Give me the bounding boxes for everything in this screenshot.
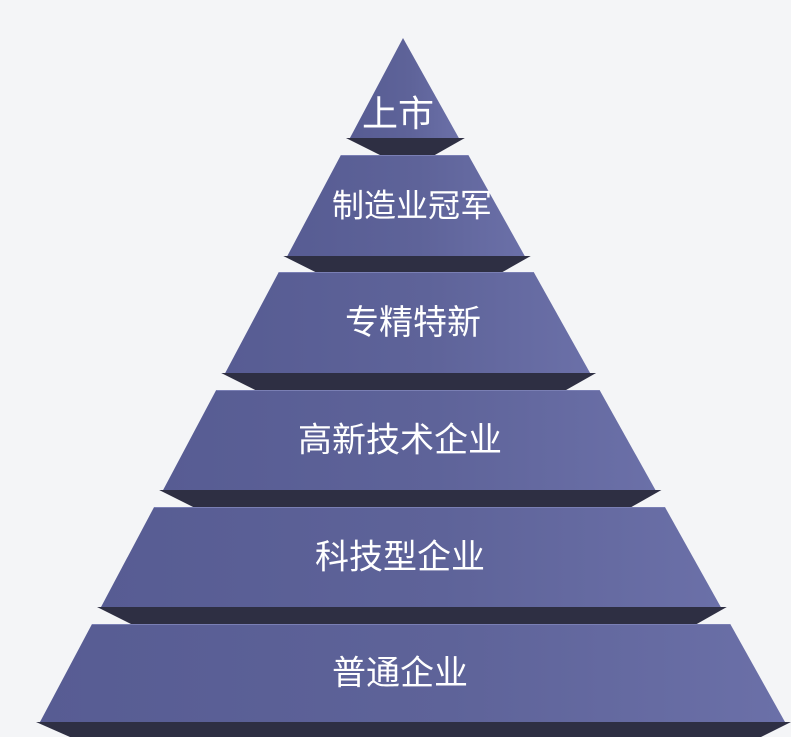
tier-shadow bbox=[283, 256, 531, 273]
tier-face bbox=[101, 507, 721, 607]
tier-face bbox=[349, 38, 459, 138]
tier-shadow bbox=[221, 373, 597, 390]
tier-label-3: 高新技术企业 bbox=[298, 421, 502, 461]
tier-shadow bbox=[159, 490, 662, 507]
tier-label-4: 科技型企业 bbox=[315, 538, 485, 578]
tier-face bbox=[163, 390, 656, 490]
tier-shadow bbox=[97, 607, 727, 624]
tier-face bbox=[40, 624, 785, 722]
tier-label-2: 专精特新 bbox=[345, 303, 481, 343]
tier-shadow bbox=[36, 722, 791, 737]
tier-shadow bbox=[345, 138, 465, 155]
tier-label-1: 制造业冠军 bbox=[332, 187, 492, 225]
tier-label-0: 上市 bbox=[362, 94, 434, 135]
tier-label-5: 普通企业 bbox=[332, 654, 468, 694]
tier-face bbox=[287, 155, 525, 256]
tier-face bbox=[225, 272, 591, 373]
